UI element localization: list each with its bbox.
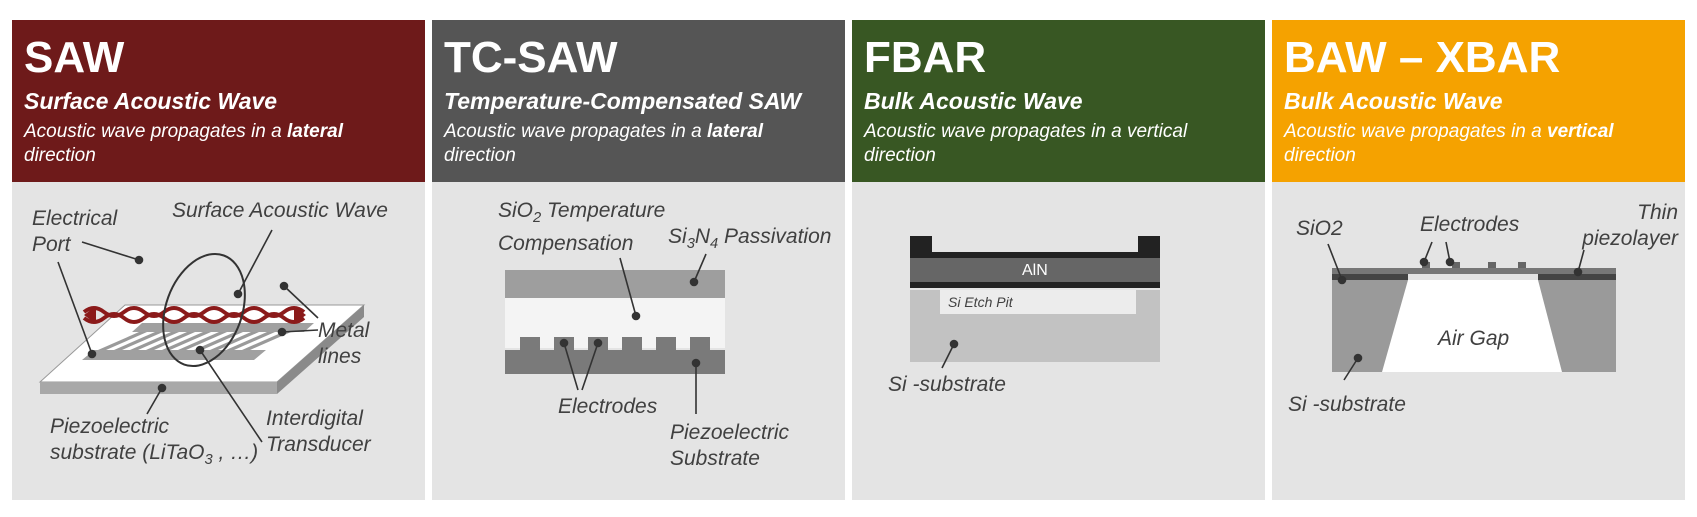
fbar-leaders xyxy=(941,339,959,369)
saw-idt-fingers xyxy=(98,332,291,350)
panel-baw-xbar-header: BAW – XBAR Bulk Acoustic Wave Acoustic w… xyxy=(1272,20,1685,182)
panel-description: Acoustic wave propagates in a lateral di… xyxy=(24,121,343,166)
saw-wave-arrow-right xyxy=(294,306,306,324)
saw-wave-lower xyxy=(82,312,306,324)
label-surface-acoustic-wave: Surface Acoustic Wave xyxy=(172,199,388,222)
panel-tc-saw-header: TC-SAW Temperature-Compensated SAW Acous… xyxy=(432,20,845,182)
panel-tc-saw: TC-SAW Temperature-Compensated SAW Acous… xyxy=(432,20,845,500)
label-aln: AlN xyxy=(1022,262,1048,279)
label-si-substrate: Si -substrate xyxy=(1288,393,1406,416)
saw-substrate-side xyxy=(277,305,364,394)
saw-diagram-graphic xyxy=(38,229,366,443)
panel-fbar-header: FBAR Bulk Acoustic Wave Acoustic wave pr… xyxy=(852,20,1265,182)
baw-leaders xyxy=(1327,241,1585,381)
label-si3n4-passivation: Si3N4 Passivation xyxy=(668,225,832,253)
fbar-top-electrode xyxy=(910,252,1160,258)
baw-air-gap xyxy=(1382,280,1562,372)
tc-saw-passivation-layer xyxy=(505,270,725,298)
tc-saw-piezo-substrate xyxy=(505,350,725,374)
panel-saw: SAW Surface Acoustic Wave Acoustic wave … xyxy=(12,20,425,500)
label-electrodes: Electrodes xyxy=(558,395,658,418)
fbar-bottom-electrode xyxy=(910,282,1160,288)
fbar-diagram-graphic xyxy=(910,236,1160,369)
saw-leaders xyxy=(57,229,319,443)
saw-idt-ellipse xyxy=(162,252,246,368)
label-sio2: SiO2 xyxy=(1296,217,1343,240)
baw-sio2-left xyxy=(1332,274,1408,280)
panel-subtitle: Temperature-Compensated SAW xyxy=(444,88,801,114)
saw-wave-arrow-left xyxy=(84,306,96,324)
panel-title: TC-SAW xyxy=(444,33,618,82)
panel-saw-header: SAW Surface Acoustic Wave Acoustic wave … xyxy=(12,20,425,182)
saw-bus-bar-back xyxy=(132,323,314,332)
tc-saw-leaders xyxy=(559,253,707,414)
label-si-substrate: Si -substrate xyxy=(888,373,1006,396)
panel-title: SAW xyxy=(24,33,125,82)
panel-description: Acoustic wave propagates in a lateral di… xyxy=(444,121,763,166)
fbar-etch-pit xyxy=(940,290,1136,314)
panel-fbar: FBAR Bulk Acoustic Wave Acoustic wave pr… xyxy=(852,20,1265,500)
tc-saw-diagram-graphic xyxy=(505,253,725,414)
baw-electrodes xyxy=(1422,262,1526,268)
panel-subtitle: Bulk Acoustic Wave xyxy=(1284,88,1503,114)
panel-description: Acoustic wave propagates in a vertical d… xyxy=(1284,121,1614,166)
panel-title: BAW – XBAR xyxy=(1284,33,1561,82)
label-air-gap: Air Gap xyxy=(1438,327,1510,350)
baw-sio2-right xyxy=(1538,274,1616,280)
panel-baw-xbar: BAW – XBAR Bulk Acoustic Wave Acoustic w… xyxy=(1272,20,1685,500)
fbar-aln-layer xyxy=(910,258,1160,282)
baw-xbar-diagram-graphic xyxy=(1327,241,1616,381)
tc-saw-sio2-layer xyxy=(505,298,725,348)
panel-subtitle: Surface Acoustic Wave xyxy=(24,88,278,114)
fbar-diagram: AlN Si Etch Pit Si -substrate xyxy=(852,182,1265,500)
label-si-etch-pit: Si Etch Pit xyxy=(948,294,1013,310)
panel-description: Acoustic wave propagates in a vertical d… xyxy=(864,121,1188,166)
label-electrodes: Electrodes xyxy=(1420,213,1520,236)
fbar-electrode-left xyxy=(910,236,932,256)
panel-title: FBAR xyxy=(864,33,987,82)
panel-subtitle: Bulk Acoustic Wave xyxy=(864,88,1083,114)
fbar-electrode-right xyxy=(1138,236,1160,256)
baw-thin-piezolayer xyxy=(1332,268,1616,274)
